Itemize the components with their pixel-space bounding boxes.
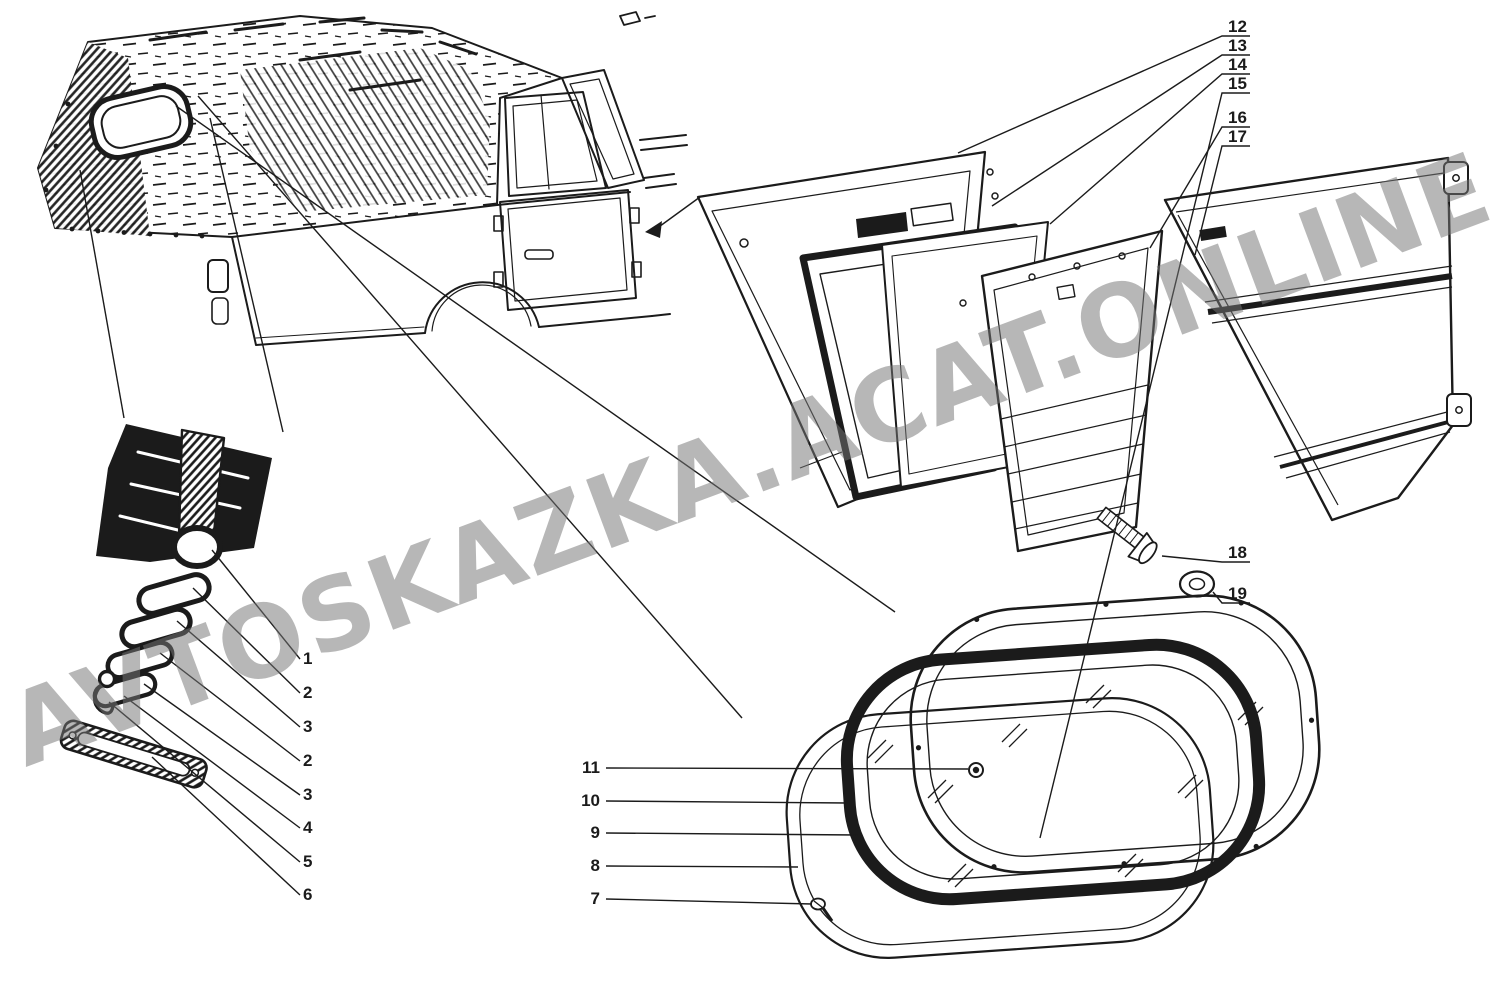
callout-9: 9: [590, 823, 600, 842]
callout-5: 5: [303, 852, 313, 871]
strap-loop: [171, 525, 223, 569]
callout-7: 7: [590, 889, 600, 908]
mounting-bracket: [59, 719, 208, 789]
roof-fastener: [619, 11, 656, 26]
door-hinge: [1443, 161, 1469, 195]
hinge-detail: [493, 271, 504, 288]
callout-12: 12: [1228, 17, 1247, 36]
leader-lines: [79, 35, 1250, 905]
door-inner-panel: [980, 229, 1164, 553]
door-outer-panel: [1163, 156, 1472, 522]
callout-13: 13: [1228, 36, 1247, 55]
glass-shine-marks: [867, 684, 1264, 888]
window-outer-frame: [909, 594, 1321, 874]
door-handle: [524, 249, 554, 260]
frame-screw: [810, 897, 834, 922]
strap-link: [136, 572, 212, 616]
callout-19: 19: [1228, 584, 1247, 603]
strap-hook: [93, 669, 117, 715]
rear-fitting: [207, 259, 229, 293]
strap-link: [119, 606, 193, 650]
callout-11: 11: [582, 758, 600, 777]
callout-16: 16: [1228, 108, 1247, 127]
hinge-detail: [629, 207, 640, 224]
callout-8: 8: [590, 856, 600, 875]
rear-fitting: [211, 297, 229, 325]
callout-1: 1: [303, 649, 313, 668]
vehicle-body: [207, 11, 688, 346]
hinge-detail: [631, 261, 642, 278]
strap-link: [105, 640, 175, 680]
vehicle-illustration: [37, 11, 688, 346]
door-hinge: [1446, 393, 1472, 427]
callout-15: 15: [1228, 74, 1247, 93]
callout-14: 14: [1228, 55, 1247, 74]
callout-6: 6: [303, 885, 313, 904]
callout-17: 17: [1228, 127, 1247, 146]
door-pointer-arrow: [645, 221, 662, 238]
callout-3b: 3: [303, 785, 313, 804]
callout-2: 2: [303, 683, 313, 702]
washer-illustration: [1178, 570, 1216, 598]
door-trim-panels: [696, 150, 1472, 598]
callout-10: 10: [581, 791, 600, 810]
callout-4: 4: [303, 818, 313, 837]
soft-top-window: [88, 84, 194, 160]
window-inner-frame: [785, 697, 1215, 959]
callout-18: 18: [1228, 543, 1247, 562]
tarp-fastener-dots: [43, 101, 205, 239]
hinge-detail: [493, 215, 504, 232]
frame-screw-holes: [915, 600, 1315, 870]
window-frame-assembly: [785, 594, 1321, 959]
strap-fastener-assembly: [59, 424, 272, 789]
screw-illustration: [1096, 506, 1158, 565]
seal-stud: [968, 762, 984, 778]
callout-3: 3: [303, 717, 313, 736]
callout-2b: 2: [303, 751, 313, 770]
window-rubber-seal: [840, 638, 1266, 906]
